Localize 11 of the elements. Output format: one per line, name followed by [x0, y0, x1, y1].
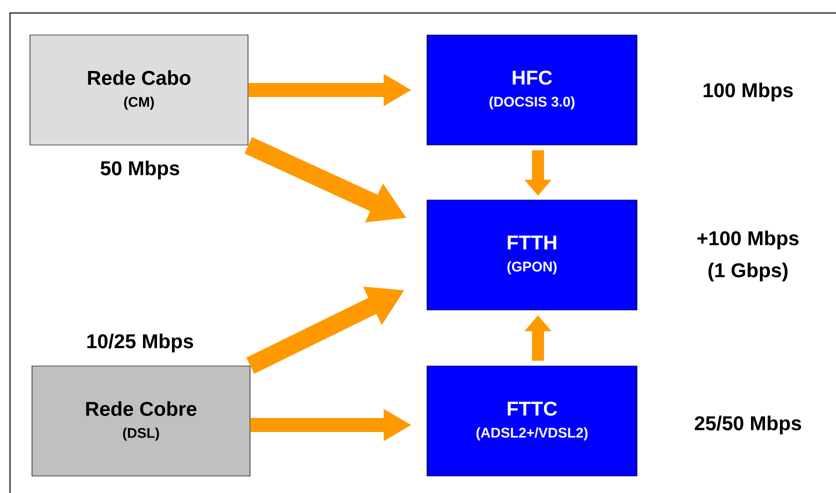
speed-label: 50 Mbps: [100, 160, 180, 180]
network-box: FTTC (ADSL2+/VDSL2): [426, 366, 638, 476]
network-box: FTTH (GPON): [426, 200, 638, 310]
speed-label: 25/50 Mbps: [694, 416, 802, 434]
network-box: HFC (DOCSIS 3.0): [426, 34, 638, 146]
network-box: Rede Cabo (CM): [30, 34, 248, 146]
speed-label: 100 Mbps: [704, 82, 793, 102]
network-box: Rede Cobre (DSL): [32, 366, 250, 476]
speed-label: (1 Gbps): [708, 262, 788, 282]
speed-label: 10/25 Mbps: [87, 334, 194, 352]
speed-label: +100 Mbps: [697, 230, 799, 250]
